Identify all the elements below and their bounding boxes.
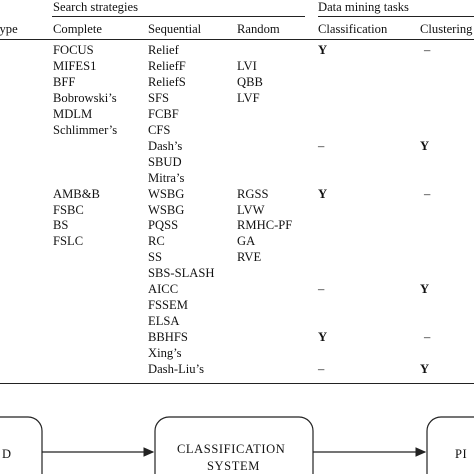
- classification-system-box: [154, 416, 314, 474]
- table-cell-complete: FSLC: [53, 234, 84, 249]
- table-cell-sequential: WSBG: [148, 202, 185, 217]
- right-box-label: PI: [455, 447, 468, 461]
- left-box-label: D: [2, 447, 12, 461]
- table-cell-cls: –: [318, 362, 325, 376]
- classification-system-label-line2: SYSTEM: [207, 459, 260, 473]
- table-cell-clu: –: [424, 186, 431, 201]
- table-cell-cls: –: [318, 138, 325, 153]
- table-cell-sequential: Dash’s: [148, 138, 183, 153]
- table-cell-clu: Y: [420, 138, 430, 153]
- table-cell-complete: AMB&B: [53, 186, 100, 201]
- table-cell-random: GA: [237, 234, 256, 249]
- table-cell-clu: –: [424, 330, 431, 345]
- table-cell-cls: Y: [318, 186, 328, 201]
- table-cell-complete: FOCUS: [53, 43, 94, 57]
- classification-system-label-line1: CLASSIFICATION: [177, 442, 286, 456]
- table-cell-sequential: PQSS: [148, 218, 179, 233]
- table-bottom-rule: [0, 383, 474, 384]
- header-rule-data-mining-tasks: [318, 16, 474, 17]
- table-cell-random: QBB: [237, 74, 263, 89]
- table-cell-sequential: ReliefS: [148, 74, 186, 89]
- column-header-complete: Complete: [53, 22, 102, 36]
- table-cell-clu: Y: [420, 282, 430, 297]
- column-header-type: type: [0, 22, 18, 36]
- table-cell-sequential: Relief: [148, 43, 179, 57]
- table-cell-sequential: RC: [148, 234, 165, 249]
- table-cell-sequential: FSSEM: [148, 298, 188, 313]
- table-cell-sequential: BBHFS: [148, 330, 188, 345]
- header-data-mining-tasks: Data mining tasks: [318, 0, 409, 14]
- table-cell-sequential: SFS: [148, 90, 170, 105]
- table-cell-sequential: FCBF: [148, 106, 179, 121]
- table-cell-sequential: Dash-Liu’s: [148, 362, 204, 376]
- table-cell-sequential: WSBG: [148, 186, 185, 201]
- right-process-box: [426, 416, 474, 474]
- table-cell-complete: MIFES1: [53, 58, 97, 73]
- table-cell-complete: MDLM: [53, 106, 93, 121]
- table-cell-sequential: SBS-SLASH: [148, 266, 215, 281]
- table-cell-sequential: SS: [148, 250, 163, 265]
- column-header-classification: Classification: [318, 22, 388, 36]
- table-cell-complete: BS: [53, 218, 69, 233]
- column-header-sequential: Sequential: [148, 22, 202, 36]
- table-cell-complete: Schlimmer’s: [53, 122, 118, 137]
- table-cell-cls: Y: [318, 43, 328, 57]
- table-cell-cls: –: [318, 282, 325, 297]
- table-cell-complete: FSBC: [53, 202, 84, 217]
- table-cell-random: RGSS: [237, 186, 269, 201]
- column-header-clustering: Clustering: [420, 22, 473, 36]
- table-cell-sequential: AICC: [148, 282, 179, 297]
- table-cell-clu: –: [424, 43, 431, 57]
- header-bottom-rule: [0, 39, 474, 40]
- table-cell-sequential: Mitra’s: [148, 170, 185, 185]
- table-cell-random: LVI: [237, 58, 257, 73]
- table-cell-clu: Y: [420, 362, 430, 376]
- table-cell-sequential: SBUD: [148, 154, 182, 169]
- table-cell-complete: BFF: [53, 74, 76, 89]
- table-cell-random: RVE: [237, 250, 262, 265]
- table-cell-random: RMHC-PF: [237, 218, 293, 233]
- table-cell-cls: Y: [318, 330, 328, 345]
- table-cell-sequential: Xing’s: [148, 346, 182, 361]
- table-cell-sequential: CFS: [148, 122, 171, 137]
- column-header-random: Random: [237, 22, 280, 36]
- table-cell-random: LVW: [237, 202, 265, 217]
- header-search-strategies: Search strategies: [53, 0, 138, 14]
- header-rule-search-strategies: [52, 16, 305, 17]
- table-cell-sequential: ELSA: [148, 314, 180, 329]
- table-cell-sequential: ReliefF: [148, 58, 186, 73]
- table-cell-random: LVF: [237, 90, 260, 105]
- left-process-box: [0, 416, 43, 474]
- table-cell-complete: Bobrowski’s: [53, 90, 117, 105]
